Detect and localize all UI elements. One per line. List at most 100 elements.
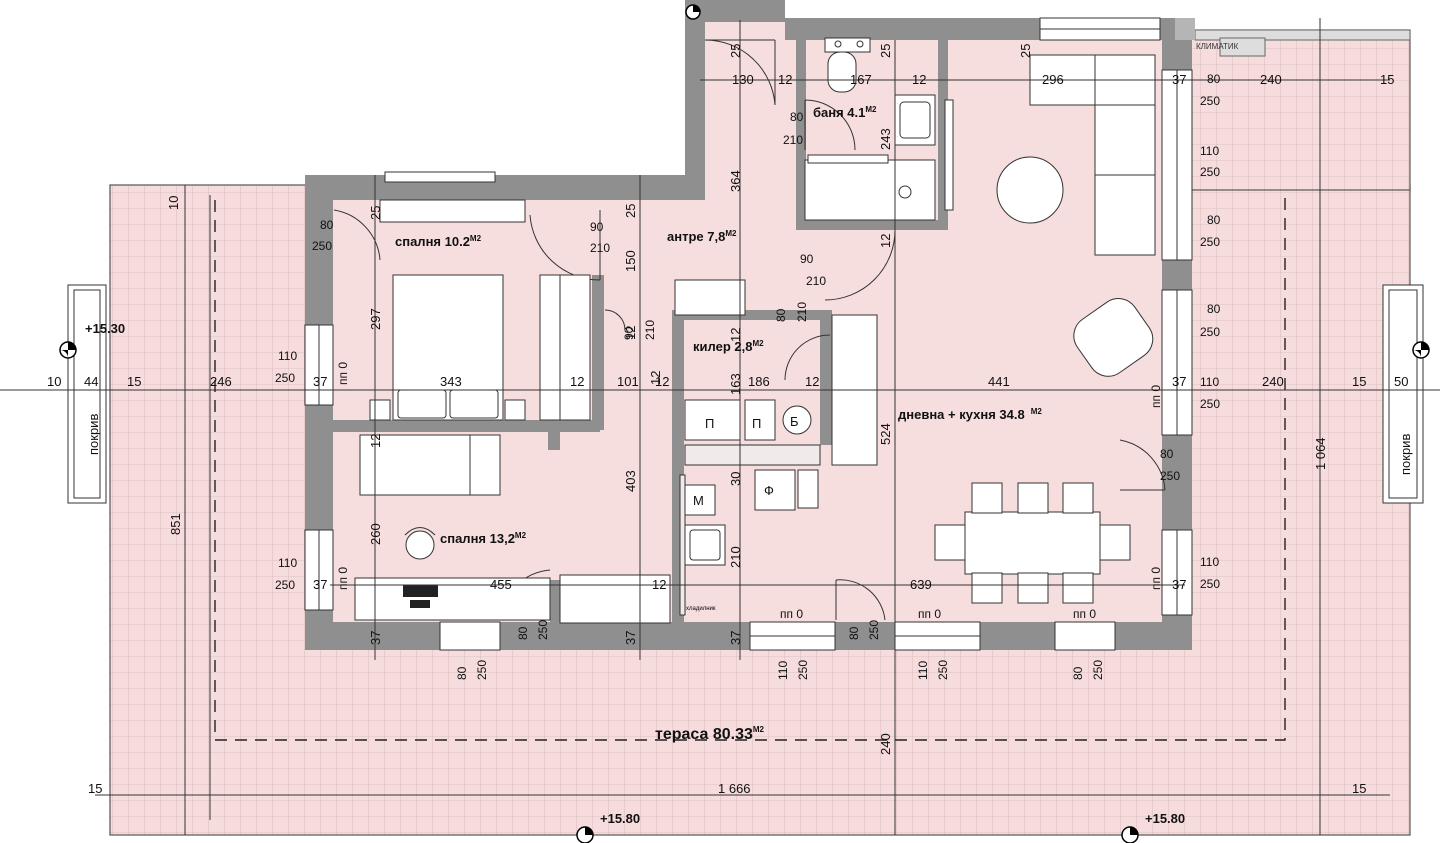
sill-height: пп 0 [1073, 607, 1096, 621]
opening-width: 80 [790, 110, 804, 124]
dim-37: 37 [368, 631, 383, 645]
dim-186: 186 [748, 374, 770, 389]
opening-height: 250 [1200, 94, 1220, 108]
aircon-label: КЛИМАТИК [1196, 42, 1239, 51]
bedroom1-furniture [369, 199, 591, 421]
dims-horizontal: 130 12 167 12 296 37 240 15 10 44 15 246… [47, 72, 1408, 796]
dim-851: 851 [168, 513, 183, 535]
level-markers [59, 4, 1430, 843]
opening-height: 210 [795, 302, 809, 322]
dim-50: 50 [1394, 374, 1408, 389]
opening-height: 250 [936, 660, 950, 680]
level-bottom-left: +15.80 [600, 811, 640, 826]
dim-25: 25 [368, 206, 383, 220]
dims-vertical: 10 25 297 12 260 37 25 150 12 403 37 364… [166, 44, 1328, 755]
levels: +15.30 +15.80 +15.80 [85, 321, 1185, 826]
opening-width: 80 [1207, 213, 1221, 227]
opening-width: 80 [455, 666, 469, 680]
dim-10: 10 [166, 196, 181, 210]
opening-width: 110 [1200, 144, 1219, 158]
bedroom1-label: спалня 10.2M2 [395, 234, 482, 249]
roof-tabs [67, 284, 1424, 504]
oven-label: Ф [764, 483, 774, 498]
living-furniture [934, 54, 1156, 604]
pantry-label: килер 2,8M2 [693, 339, 764, 354]
fridge2-label: П [752, 416, 761, 431]
opening-width: 80 [1071, 666, 1085, 680]
opening-height: 250 [1160, 469, 1180, 483]
dim-150: 150 [623, 250, 638, 272]
dim-12: 12 [648, 371, 663, 385]
opening-width: 80 [320, 218, 334, 232]
opening-height: 250 [1091, 660, 1105, 680]
opening-height: 250 [275, 371, 295, 385]
bathroom-fixtures [804, 37, 954, 221]
bath-label: баня 4.1M2 [813, 105, 877, 120]
sill-height: пп 0 [1149, 385, 1163, 408]
opening-width: 110 [776, 661, 790, 680]
dim-297: 297 [368, 308, 383, 330]
dim-37: 37 [1172, 577, 1186, 592]
dim-639: 639 [910, 577, 932, 592]
sill-height: пп 0 [918, 607, 941, 621]
fridge-label: П [705, 416, 714, 431]
dim-12: 12 [652, 577, 666, 592]
terrace-outline [214, 195, 1286, 741]
opening-width: 110 [278, 349, 297, 363]
dim-246: 246 [210, 374, 232, 389]
dim-260: 260 [368, 523, 383, 545]
opening-height: 250 [1200, 397, 1220, 411]
dim-15: 15 [1352, 374, 1366, 389]
dim-25: 25 [728, 44, 743, 58]
dim-524: 524 [878, 423, 893, 445]
level-bottom-right: +15.80 [1145, 811, 1185, 826]
dim-37: 37 [313, 374, 327, 389]
dim-12: 12 [368, 434, 383, 448]
dim-296: 296 [1042, 72, 1064, 87]
interior [330, 20, 1170, 625]
opening-width: 90 [590, 220, 604, 234]
roof-right-label: покрив [1398, 434, 1413, 475]
opening-width: 80 [516, 626, 530, 640]
bedroom2-label: спалня 13,2M2 [440, 531, 527, 546]
opening-width: 80 [847, 626, 861, 640]
dim-1064: 1 064 [1313, 437, 1328, 470]
opening-height: 210 [806, 274, 826, 288]
opening-height: 250 [867, 620, 881, 640]
dim-12: 12 [805, 374, 819, 389]
dim-455: 455 [490, 577, 512, 592]
opening-height: 210 [643, 320, 657, 340]
dim-101: 101 [617, 374, 639, 389]
roof-left-label: покрив [86, 414, 101, 455]
dim-15: 15 [1380, 72, 1394, 87]
opening-width: 80 [1207, 72, 1221, 86]
dim-243: 243 [878, 128, 893, 150]
opening-width: 110 [278, 556, 297, 570]
opening-width: 110 [916, 661, 930, 680]
dim-240: 240 [1262, 374, 1284, 389]
opening-width: 90 [622, 326, 636, 340]
appliance-labels: П П Б Ф М хладилник КЛИМАТИК покрив покр… [86, 42, 1413, 612]
opening-width: 80 [1207, 302, 1221, 316]
opening-annotations: 80 250 90 210 80 210 90 210 296 80 250 1… [275, 72, 1221, 680]
dim-1666: 1 666 [718, 781, 751, 796]
opening-height: 250 [1200, 325, 1220, 339]
dim-163: 163 [728, 373, 743, 395]
dim-10: 10 [47, 374, 61, 389]
dim-15: 15 [127, 374, 141, 389]
opening-height: 250 [1200, 165, 1220, 179]
dim-25: 25 [1018, 44, 1033, 58]
room-labels: спалня 10.2M2 спалня 13,2M2 антре 7,8M2 … [395, 105, 1042, 743]
washer-label: М [693, 493, 704, 508]
fridge-small-label: хладилник [686, 606, 716, 612]
sill-height: пп 0 [780, 607, 803, 621]
opening-height: 250 [312, 239, 332, 253]
opening-height: 250 [475, 660, 489, 680]
dim-12: 12 [778, 72, 792, 87]
dim-12: 12 [912, 72, 926, 87]
dim-167: 167 [850, 72, 872, 87]
dim-37: 37 [1172, 374, 1186, 389]
hall-label: антре 7,8M2 [667, 229, 737, 244]
